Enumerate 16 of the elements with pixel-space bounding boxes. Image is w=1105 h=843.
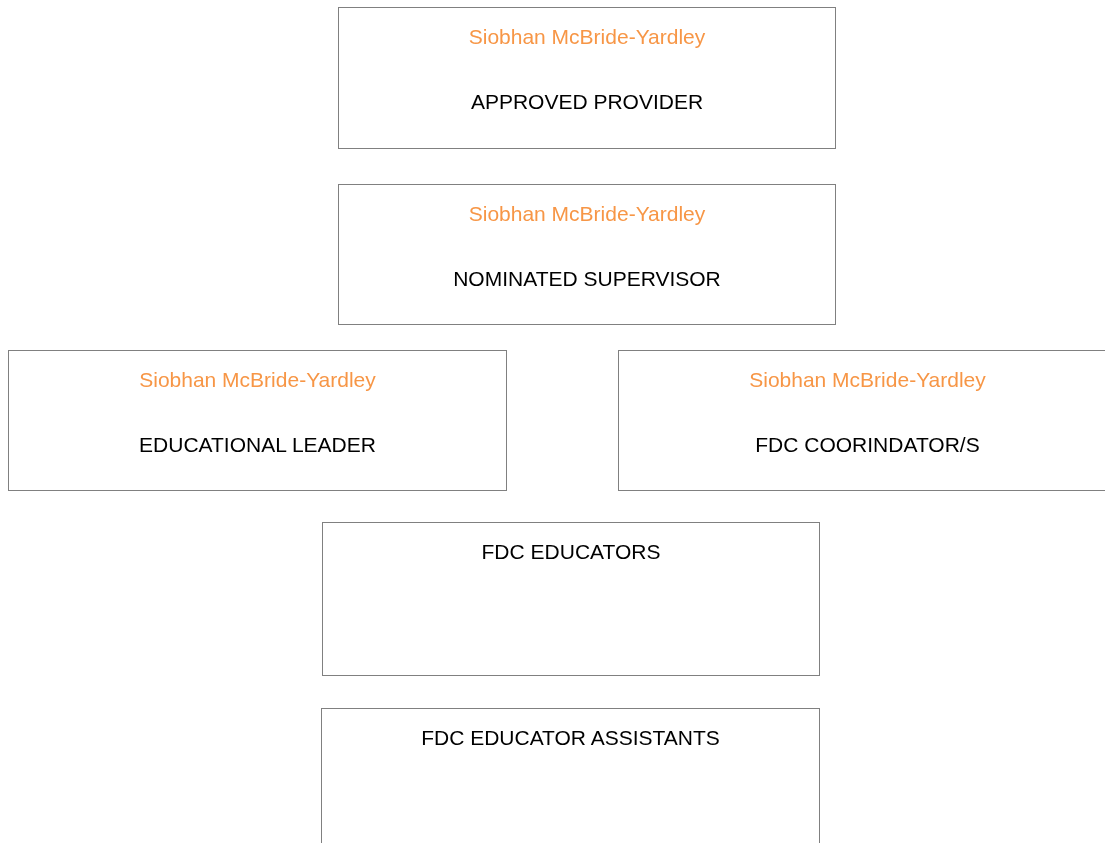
person-name: Siobhan McBride-Yardley: [467, 25, 707, 49]
role-title: FDC EDUCATOR ASSISTANTS: [420, 726, 721, 750]
role-title: FDC EDUCATORS: [480, 540, 662, 564]
role-title: FDC COORINDATOR/S: [754, 433, 981, 457]
role-box: [322, 522, 820, 676]
role-box: [338, 7, 836, 149]
role-title: NOMINATED SUPERVISOR: [452, 267, 722, 291]
role-box: [338, 184, 836, 325]
role-title: APPROVED PROVIDER: [469, 90, 705, 114]
person-name: Siobhan McBride-Yardley: [467, 202, 707, 226]
role-box: [618, 350, 1105, 491]
person-name: Siobhan McBride-Yardley: [748, 368, 987, 392]
role-title: EDUCATIONAL LEADER: [138, 433, 377, 457]
role-box: [8, 350, 507, 491]
role-box: [321, 708, 820, 843]
person-name: Siobhan McBride-Yardley: [138, 368, 377, 392]
